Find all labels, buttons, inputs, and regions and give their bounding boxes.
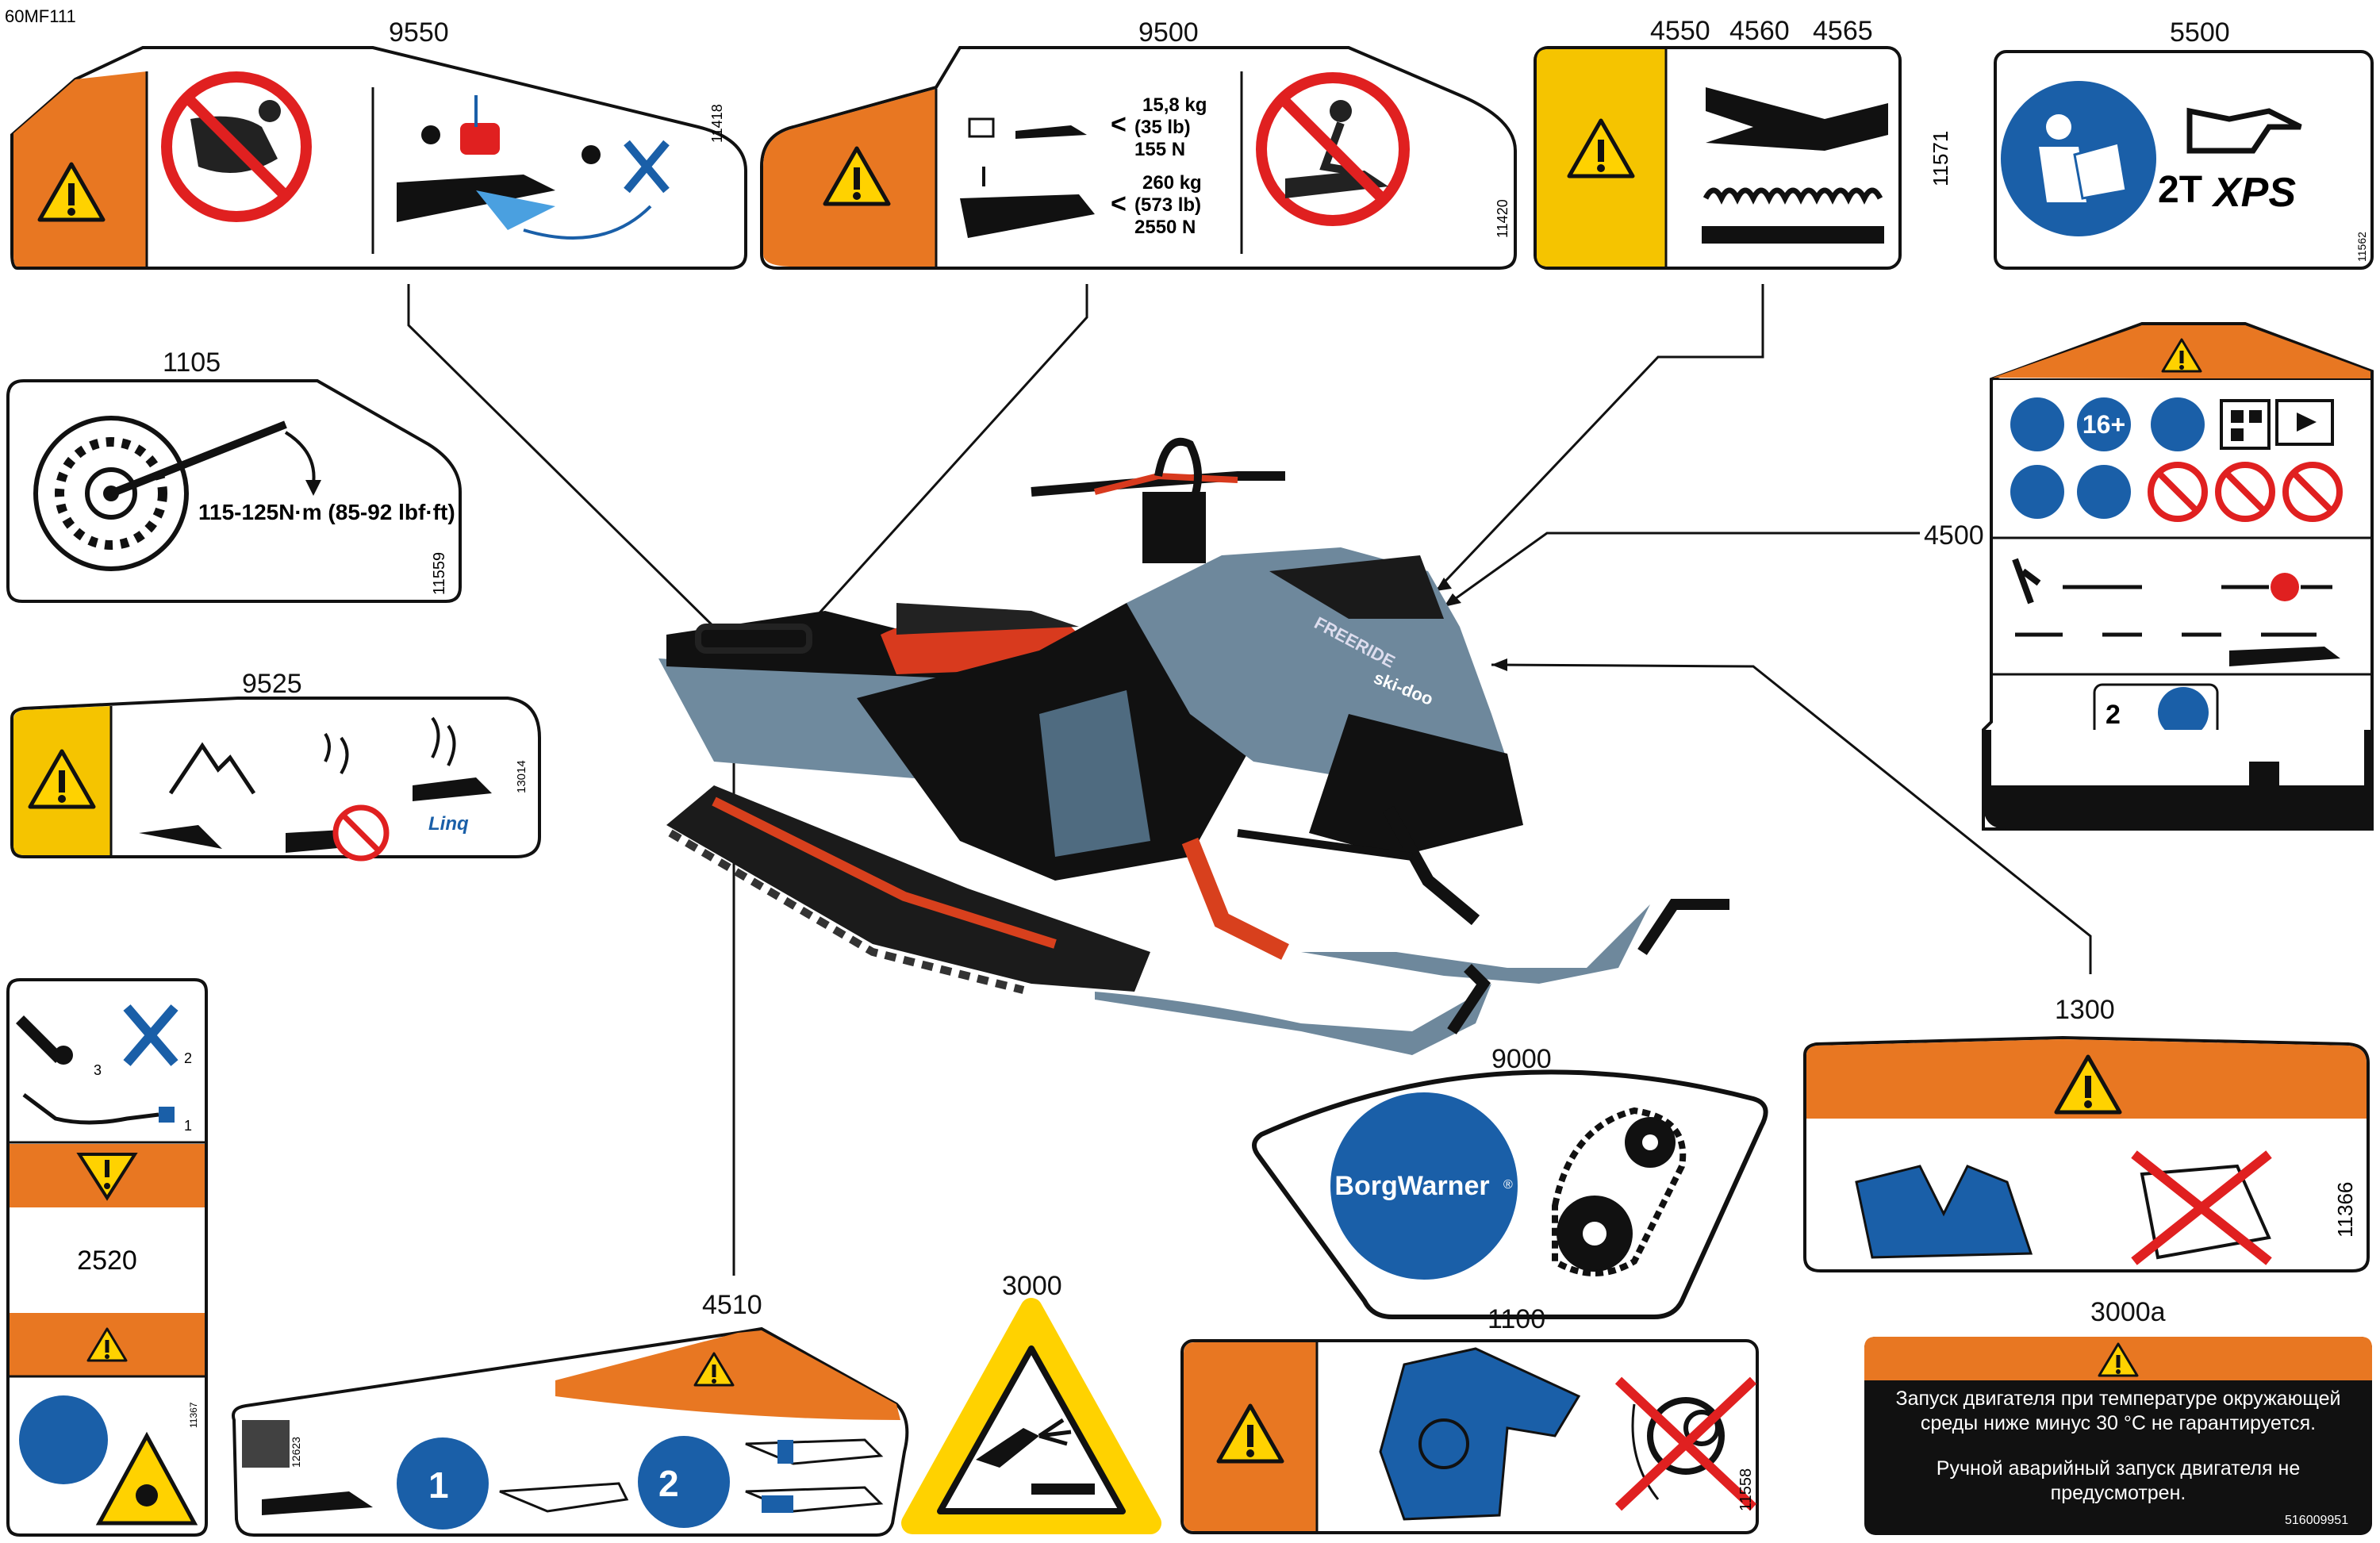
- label-3000a-line4: предусмотрен.: [2050, 1482, 2186, 1504]
- label-9500-load2-n: 2550 N: [1134, 217, 1196, 238]
- label-2520-step-3: 3: [94, 1062, 102, 1078]
- label-9525-brand: Linq: [428, 813, 469, 835]
- label-1105-torque: 115-125N·m (85-92 lbf·ft): [198, 500, 455, 524]
- label-1100-code: 11558: [1737, 1468, 1755, 1511]
- label-9500-load1-kg: 15,8 kg: [1142, 94, 1207, 116]
- label-1300-code: 11366: [2333, 1182, 2357, 1238]
- label-9525: Linq 13014: [10, 697, 541, 862]
- label-9000: BorgWarner ®: [1252, 1069, 1768, 1319]
- leader-9550: [407, 284, 731, 644]
- ref-4500: 4500: [1924, 520, 1984, 551]
- label-9000-registered: ®: [1503, 1178, 1513, 1192]
- label-4550: 11571: [1534, 46, 1952, 270]
- label-2520-code: 11367: [188, 1402, 199, 1428]
- label-4550-code: 11571: [1929, 131, 1952, 186]
- label-5500: 2T XPS 11562: [1994, 50, 2374, 270]
- label-3000a-line2: среды ниже минус 30 °C не гарантируется.: [1920, 1412, 2317, 1434]
- label-4510-p1: 1: [428, 1464, 449, 1506]
- label-9525-code: 13014: [515, 760, 528, 793]
- ref-4550: 4550: [1650, 16, 1710, 46]
- label-3000: [901, 1298, 1161, 1534]
- label-9500-load1-n: 155 N: [1134, 139, 1185, 160]
- label-9500-lt1: <: [1111, 109, 1127, 140]
- ref-3000a: 3000a: [2090, 1297, 2166, 1327]
- leader-4550: [1434, 284, 1764, 593]
- label-4510-p2: 2: [658, 1463, 679, 1504]
- ref-9000: 9000: [1491, 1044, 1552, 1074]
- label-9550-code: 11418: [709, 104, 725, 143]
- reference-numbers: 9550 9500 4550 4560 4565 5500 1105 4500 …: [163, 16, 2230, 1334]
- ref-1300: 1300: [2055, 995, 2115, 1025]
- label-4510-code: 12623: [290, 1437, 302, 1468]
- ref-9550: 9550: [389, 17, 449, 48]
- label-9500-code: 11420: [1495, 199, 1511, 238]
- diagram-code: 60MF111: [5, 6, 76, 26]
- label-2520-step-1: 1: [184, 1118, 192, 1134]
- label-4500-riders: 2: [2106, 700, 2121, 730]
- label-1105: 115-125N·m (85-92 lbf·ft) 11559: [6, 379, 462, 603]
- ref-9500: 9500: [1138, 17, 1199, 48]
- label-3000a-line3: Ручной аварийный запуск двигателя не: [1936, 1457, 2301, 1480]
- label-9500-load2-lb: (573 lb): [1134, 194, 1201, 216]
- snowmobile-illustration: FREERIDE ski-doo: [658, 437, 1729, 1055]
- label-2520: 2520 11367: [6, 978, 208, 1537]
- ref-9525: 9525: [242, 669, 302, 699]
- label-1100: 11558: [1180, 1339, 1759, 1534]
- label-9000-brand: BorgWarner: [1334, 1171, 1489, 1201]
- label-9550: 11418: [10, 46, 747, 270]
- ref-1100: 1100: [1488, 1304, 1545, 1334]
- label-9500-lt2: <: [1111, 189, 1127, 219]
- leader-9500: [784, 284, 1088, 652]
- label-5500-oil-text: 2T: [2158, 169, 2202, 211]
- ref-4510: 4510: [702, 1290, 762, 1320]
- label-3000a-text: Запуск двигателя при температуре окружаю…: [1868, 1387, 2368, 1506]
- label-2520-ref: 2520: [77, 1246, 137, 1276]
- label-3000a: [1864, 1337, 2372, 1535]
- label-3000a-code: 516009951: [2285, 1514, 2349, 1527]
- label-5500-code: 11562: [2355, 232, 2368, 262]
- label-4500-age: 16+: [2082, 410, 2125, 439]
- label-2520-step-2: 2: [184, 1050, 192, 1066]
- ref-4560: 4560: [1729, 16, 1790, 46]
- ref-4565: 4565: [1813, 16, 1873, 46]
- label-9500-load2-kg: 260 kg: [1142, 172, 1202, 194]
- label-1105-code: 11559: [431, 552, 448, 595]
- ref-3000: 3000: [1002, 1271, 1062, 1301]
- label-9500: 15,8 kg < (35 lb) 155 N 260 kg < (573 lb…: [760, 46, 1517, 270]
- leader-4500: [1443, 532, 1920, 608]
- label-3000a-line1: Запуск двигателя при температуре окружаю…: [1895, 1388, 2341, 1410]
- label-4510: 12623 1 2: [232, 1326, 909, 1537]
- label-4500: 16+ 2: [1982, 322, 2374, 831]
- ref-1105: 1105: [163, 347, 221, 378]
- label-5500-brand: XPS: [2211, 170, 2296, 216]
- leader-1300: [1491, 663, 2092, 974]
- ref-5500: 5500: [2170, 17, 2230, 48]
- label-9500-load1-lb: (35 lb): [1134, 117, 1191, 138]
- label-1300: 11366: [1803, 1035, 2370, 1272]
